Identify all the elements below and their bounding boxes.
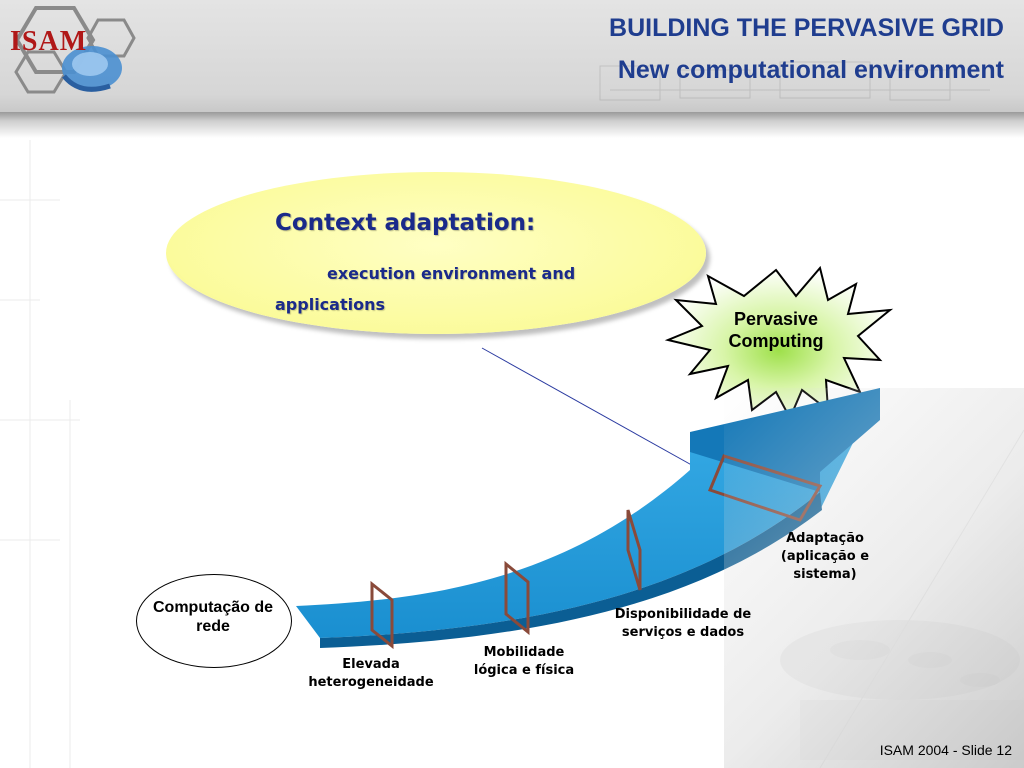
slide-subtitle: New computational environment: [617, 56, 1004, 84]
context-body: execution environment and applications: [275, 264, 576, 314]
adaptation-label: Adaptação (aplicação e sistema): [780, 531, 870, 582]
growth-arrow-shadow: [320, 492, 822, 648]
marker-mobility: [504, 560, 530, 636]
slide-title: BUILDING THE PERVASIVE GRID: [609, 14, 1004, 42]
network-computing-ellipse: [136, 574, 292, 668]
context-bubble: [166, 172, 706, 334]
slide-footer: ISAM 2004 - Slide 12: [879, 742, 1012, 758]
heterogeneity-label: Elevada heterogeneidade: [308, 657, 434, 690]
availability-label: Disponibilidade de serviços e dados: [614, 607, 752, 640]
left-grid-deco: [0, 140, 80, 768]
context-title: Context adaptation:: [275, 210, 536, 236]
background-gradient: [724, 388, 1024, 768]
isam-logo-text: ISAM: [10, 26, 88, 57]
connector-line: [481, 347, 698, 469]
mobility-label: Mobilidade lógica e física: [473, 645, 575, 678]
marker-availability: [626, 509, 642, 591]
header-band: [0, 0, 1024, 118]
header-shadow: [0, 112, 1024, 138]
network-computing-label: Computação de rede: [152, 599, 273, 635]
isam-logo-icon: [14, 6, 136, 94]
pervasive-computing-label: Pervasive Computing: [728, 309, 824, 351]
marker-heterogeneity: [370, 580, 394, 650]
header-motif: [599, 61, 990, 101]
